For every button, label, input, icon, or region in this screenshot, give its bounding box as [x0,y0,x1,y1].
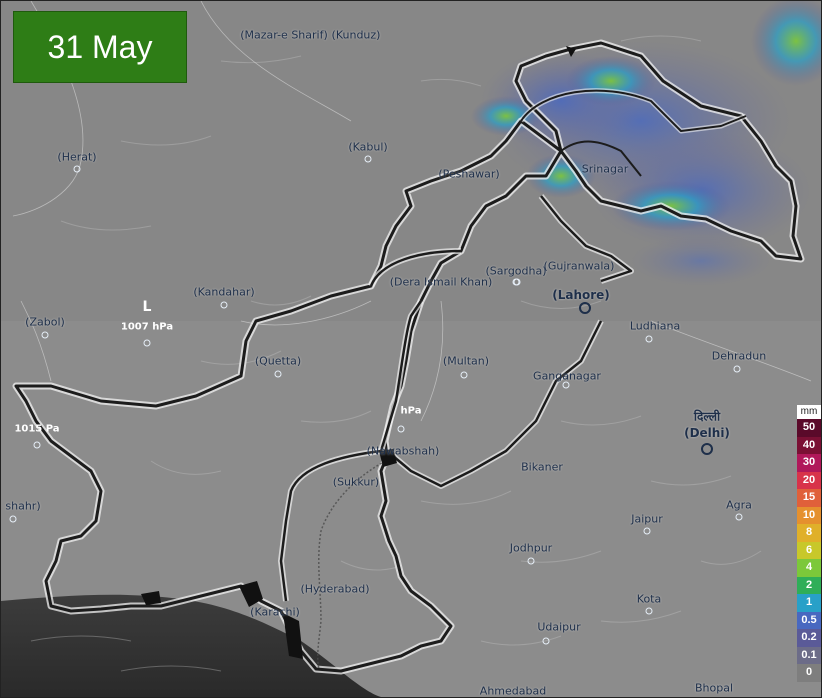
legend-item: 1 [797,594,821,612]
place-dera-ismail-khan: (Dera Ismail Khan) [389,275,493,289]
place-nawabshah: (Nawabshah) [366,444,440,458]
place-srinagar: Srinagar [581,162,629,176]
city-dot [701,443,713,455]
city-dot [143,339,151,347]
place-mazar: (Mazar-e Sharif) [240,28,328,42]
city-dot [643,527,651,535]
place-quetta: (Quetta) [254,354,302,368]
city-dot [220,301,228,309]
place-peshawar: (Peshawar) [438,167,500,181]
city-dot [645,607,653,615]
legend-item: 0.2 [797,629,821,647]
legend-unit: mm [797,405,821,419]
city-dot [9,515,17,523]
arabian-sea [1,594,381,697]
city-dot [274,370,282,378]
legend-item: 0.5 [797,611,821,629]
place-jodhpur: Jodhpur [509,541,553,555]
city-dot [733,365,741,373]
legend-item: 10 [797,506,821,524]
low-pressure-value: 1007 hPa [120,321,174,333]
place-kandahar: (Kandahar) [193,285,255,299]
legend-item: 40 [797,436,821,454]
city-dot [364,155,372,163]
city-dot [542,637,550,645]
place-kota: Kota [636,592,662,606]
legend-item: 0.1 [797,646,821,664]
legend-item: 50 [797,419,821,437]
city-dot [460,371,468,379]
city-dot [73,165,81,173]
place-delhi: (Delhi) [684,426,730,440]
internal-borders [278,88,747,602]
city-dot [513,278,521,286]
wind-streaks [30,35,762,672]
west-pressure-value: 1015 Pa [14,423,60,435]
legend-item: 2 [797,576,821,594]
place-udaipur: Udaipur [537,620,581,634]
city-dot [735,513,743,521]
indus-river [317,455,397,670]
place-agra: Agra [726,498,752,512]
legend-item: 30 [797,454,821,472]
legend-item: 4 [797,559,821,577]
place-ganganagar: Ganganagar [533,369,601,383]
legend-item: 8 [797,524,821,542]
place-bhopal: Bhopal [694,681,734,695]
place-lahore: (Lahore) [552,288,610,302]
place-gujranwala: (Gujranwala) [543,259,615,273]
legend-item: 6 [797,541,821,559]
place-ahmedabad: Ahmedabad [479,684,547,698]
city-dot [33,441,41,449]
legend-item: 0 [797,664,821,682]
city-dot [579,302,591,314]
legend-item: 20 [797,471,821,489]
place-karachi: (Karachi) [250,605,300,619]
place-hyderabad: (Hyderabad) [300,582,370,596]
city-dot [562,381,570,389]
place-bikaner: Bikaner [521,460,563,474]
place-sargodha: (Sargodha) [485,264,547,278]
low-pressure-symbol: L [142,299,152,315]
city-dot [645,335,653,343]
place-jaipur: Jaipur [631,512,663,526]
place-kunduz: (Kunduz) [331,28,381,42]
place-herat: (Herat) [57,150,97,164]
place-kabul: (Kabul) [348,140,388,154]
place-multan: (Multan) [442,354,490,368]
city-dot [41,331,49,339]
place-ludhiana: Ludhiana [629,319,681,333]
place-zabol: (Zabol) [25,315,65,329]
city-dot [527,557,535,565]
legend-item: 15 [797,489,821,507]
coast-marks [141,46,576,659]
place-dehradun: Dehradun [711,349,767,363]
city-dot [397,425,405,433]
date-badge: 31 May [13,11,187,83]
place-delhi-hindi: दिल्ली [693,409,721,424]
place-sukkur: (Sukkur) [332,475,380,489]
center-pressure-value: hPa [400,405,422,417]
place-zahedan: shahr) [5,499,41,513]
